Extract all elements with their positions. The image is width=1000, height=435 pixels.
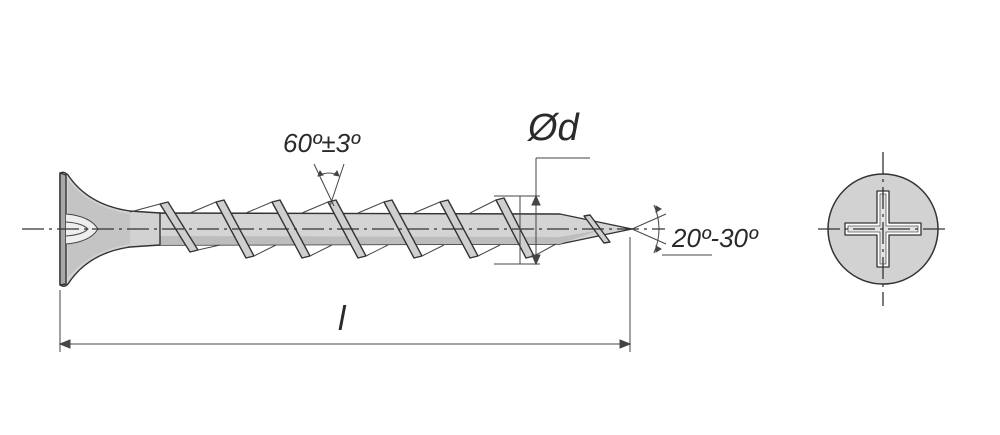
shank-shade [150, 230, 600, 245]
tip-angle-label: 20º-30º [671, 223, 759, 253]
thread-back-flanks [129, 199, 557, 257]
dimensions: 60º±3º Ød 20º-30º [58, 107, 759, 352]
thread-angle-dimension [313, 163, 345, 207]
tip-angle-dimension [631, 204, 712, 256]
length-label: l [338, 300, 347, 338]
screw-head-end-view [818, 152, 950, 306]
thread-angle-label: 60º±3º [283, 128, 361, 158]
screw-side-view [22, 171, 665, 287]
thread-crest-5 [383, 199, 423, 259]
length-dimension [58, 237, 632, 352]
diameter-label: Ød [526, 107, 581, 149]
recess-inner [65, 221, 89, 237]
thread-crest-3 [271, 199, 311, 259]
diameter-dimension [494, 157, 590, 266]
